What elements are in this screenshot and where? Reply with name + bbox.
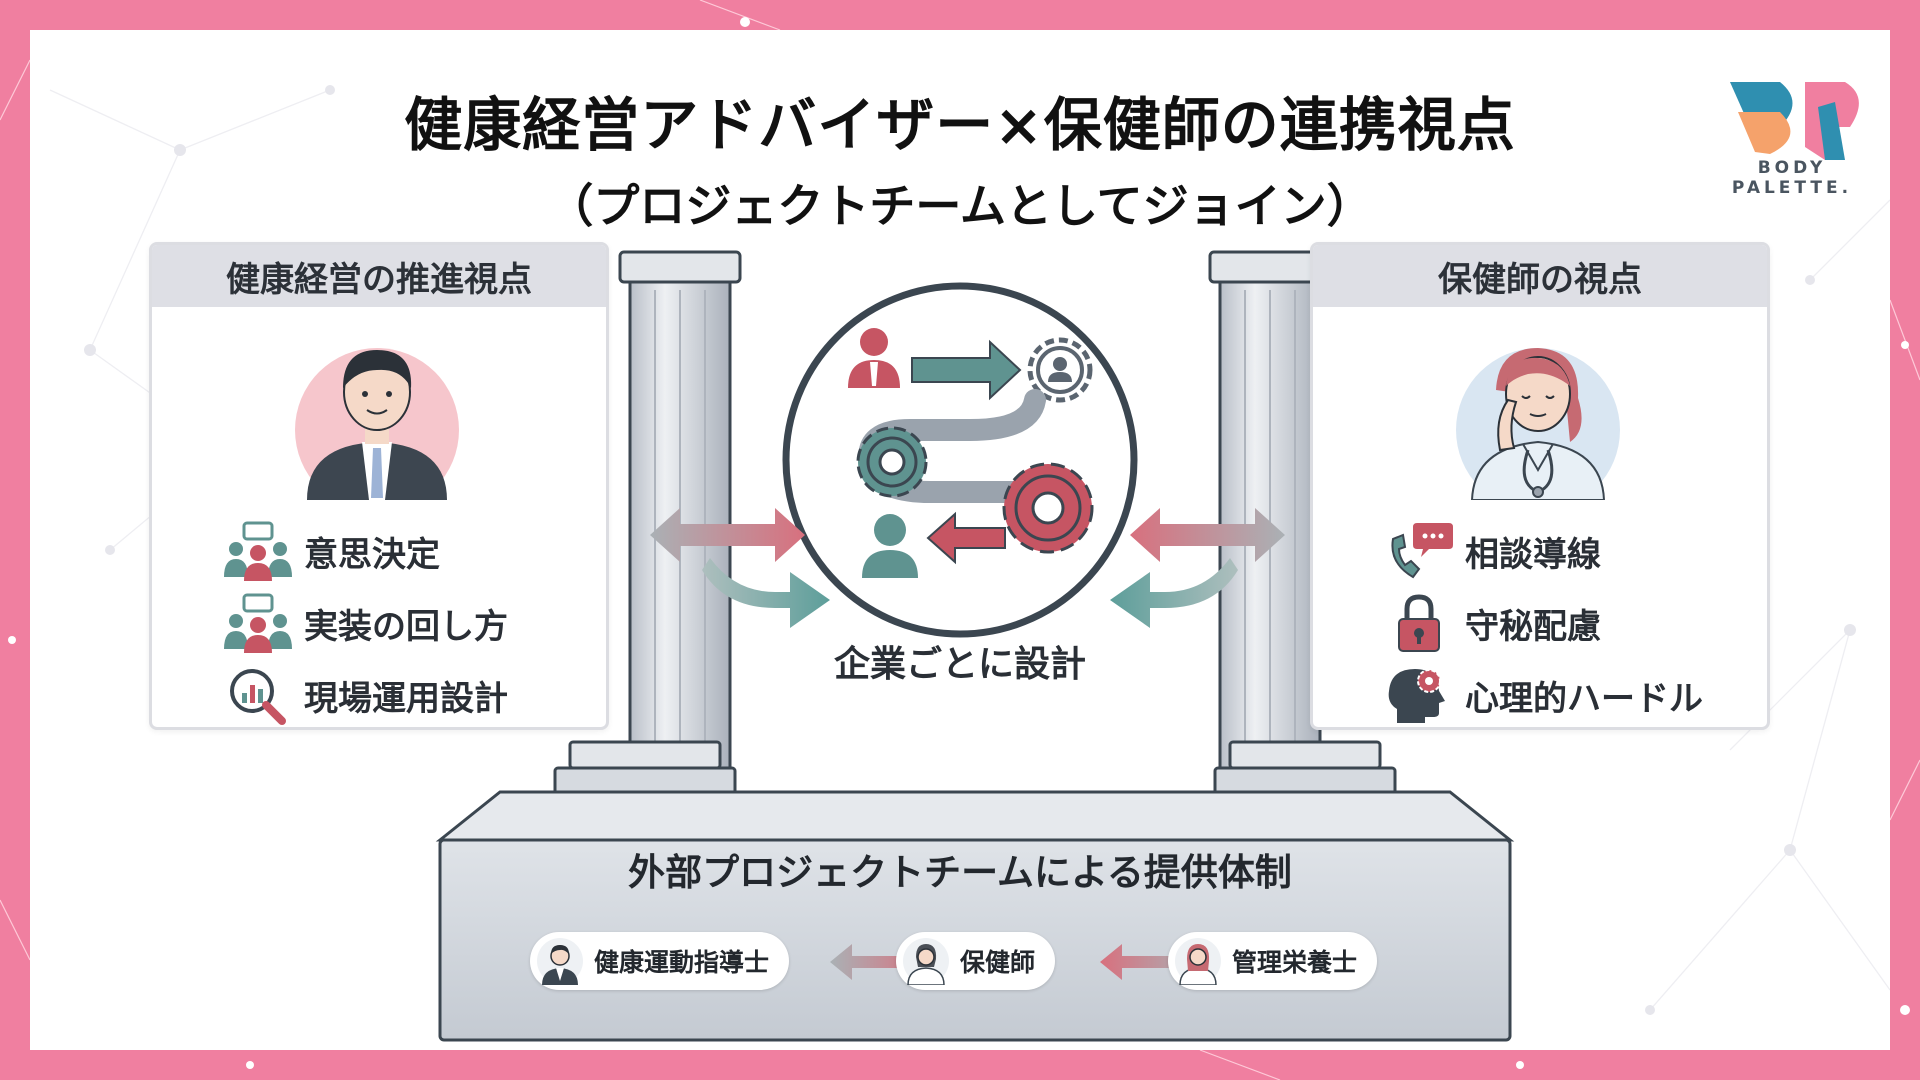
arrow-right-icon bbox=[911, 339, 1022, 401]
member-pill-exercise-instructor: 健康運動指導士 bbox=[530, 932, 790, 990]
item-label: 現場運用設計 bbox=[304, 678, 508, 719]
panel-title: 保健師の視点 bbox=[1313, 245, 1767, 307]
item-label: 実装の回し方 bbox=[304, 606, 508, 647]
public-health-nurse-panel: 保健師の視点 相談導線 bbox=[1310, 242, 1770, 730]
list-item: 守秘配慮 bbox=[1383, 587, 1703, 659]
slide: 健康経営アドバイザー×保健師の連携視点 （プロジェクトチームとしてジョイン） B… bbox=[30, 30, 1890, 1050]
head-gear-icon bbox=[1388, 669, 1445, 723]
presenter-icon bbox=[848, 328, 900, 388]
teal-gear-icon bbox=[856, 426, 928, 498]
advisor-portrait-icon bbox=[295, 348, 459, 500]
list-item: 実装の回し方 bbox=[222, 587, 508, 659]
page-subtitle: （プロジェクトチームとしてジョイン） bbox=[547, 179, 1373, 233]
list-item: 現場運用設計 bbox=[222, 659, 508, 731]
item-label: 意思決定 bbox=[304, 534, 440, 575]
curved-arrow-icon bbox=[1110, 558, 1238, 628]
bidirectional-arrow-icon bbox=[650, 508, 805, 562]
logo-text: BODY PALETTE. bbox=[1731, 158, 1853, 198]
red-gear-icon bbox=[1002, 462, 1094, 554]
panel-title: 健康経営の推進視点 bbox=[152, 245, 606, 307]
left-item-list: 意思決定 実装の回し方 bbox=[222, 515, 508, 731]
nurse-portrait-icon bbox=[1456, 348, 1620, 500]
gear-person-icon bbox=[1027, 337, 1093, 403]
page-title: 健康経営アドバイザー×保健師の連携視点 bbox=[404, 91, 1516, 159]
right-connection-arrows bbox=[1110, 508, 1285, 628]
base-title: 外部プロジェクトチームによる提供体制 bbox=[628, 851, 1292, 894]
item-label: 相談導線 bbox=[1465, 534, 1601, 575]
woman-avatar-icon bbox=[1175, 938, 1221, 985]
magnifier-chart-icon bbox=[230, 669, 286, 725]
list-item: 相談導線 bbox=[1383, 515, 1703, 587]
member-label: 管理栄養士 bbox=[1232, 948, 1358, 977]
man-avatar-icon bbox=[537, 938, 583, 985]
member-pill-public-health-nurse: 保健師 bbox=[896, 932, 1056, 990]
right-item-list: 相談導線 守秘配慮 心理的ハードル bbox=[1383, 515, 1703, 731]
center-design-circle bbox=[782, 282, 1138, 638]
person-icon bbox=[862, 514, 918, 578]
left-connection-arrows bbox=[650, 508, 830, 628]
team-icon bbox=[224, 593, 292, 653]
item-label: 心理的ハードル bbox=[1465, 678, 1703, 719]
list-item: 意思決定 bbox=[222, 515, 508, 587]
list-item: 心理的ハードル bbox=[1383, 659, 1703, 731]
center-label: 企業ごとに設計 bbox=[833, 644, 1086, 685]
member-label: 健康運動指導士 bbox=[594, 948, 770, 977]
collaboration-diagram bbox=[435, 250, 1515, 1042]
member-pill-dietitian: 管理栄養士 bbox=[1168, 932, 1378, 990]
member-connector-arrows bbox=[830, 944, 1200, 980]
meeting-icon bbox=[224, 521, 292, 581]
lock-icon bbox=[1398, 594, 1440, 652]
item-label: 守秘配慮 bbox=[1465, 606, 1601, 647]
nurse-avatar-icon bbox=[903, 938, 949, 985]
arrow-left-icon bbox=[926, 511, 1006, 565]
promotion-perspective-panel: 健康経営の推進視点 意思決定 bbox=[149, 242, 609, 730]
member-label: 保健師 bbox=[960, 948, 1036, 977]
base-platform bbox=[435, 790, 1515, 1042]
background-network-pattern bbox=[49, 85, 1890, 1015]
body-palette-logo bbox=[1730, 82, 1859, 160]
bidirectional-arrow-icon bbox=[1130, 508, 1285, 562]
phone-chat-icon bbox=[1391, 523, 1453, 579]
curved-arrow-icon bbox=[702, 558, 830, 628]
